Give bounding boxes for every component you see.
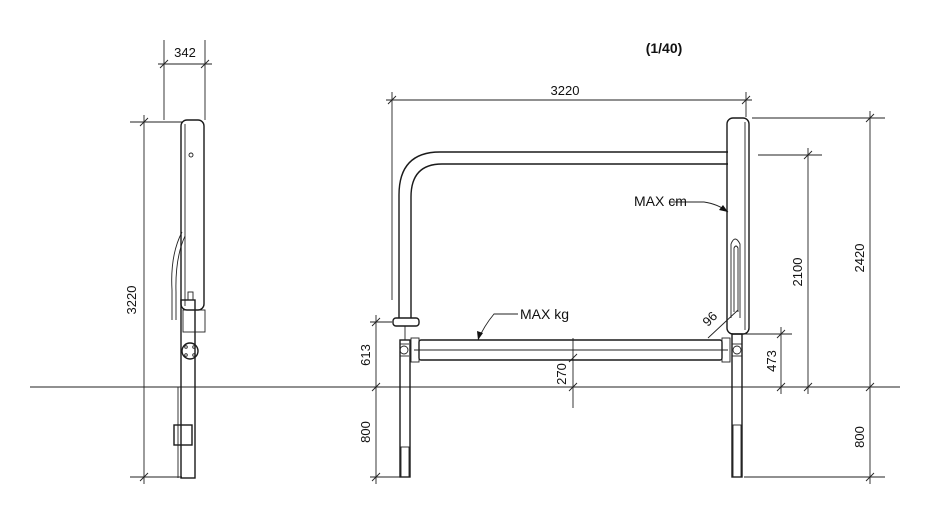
front-view: 3220 MAX cm (358, 83, 885, 484)
total-height-dim: 2420 (852, 244, 867, 273)
side-view: 342 3220 (124, 40, 212, 484)
max-height-label: MAX cm (634, 193, 687, 209)
bar-height-dim: 613 (358, 344, 373, 366)
right-bar-dim: 473 (764, 350, 779, 372)
side-height-dim: 3220 (124, 286, 139, 315)
left-embed-dim: 800 (358, 421, 373, 443)
scale-label: (1/40) (646, 40, 683, 56)
span-dim: 3220 (551, 83, 580, 98)
roller-dim: 270 (554, 363, 569, 385)
side-width-dim: 342 (174, 45, 196, 60)
max-weight-label: MAX kg (520, 306, 569, 322)
roller-diameter-dim: 96 (699, 308, 720, 329)
right-embed-dim: 800 (852, 426, 867, 448)
gauge-dim: 2100 (790, 258, 805, 287)
